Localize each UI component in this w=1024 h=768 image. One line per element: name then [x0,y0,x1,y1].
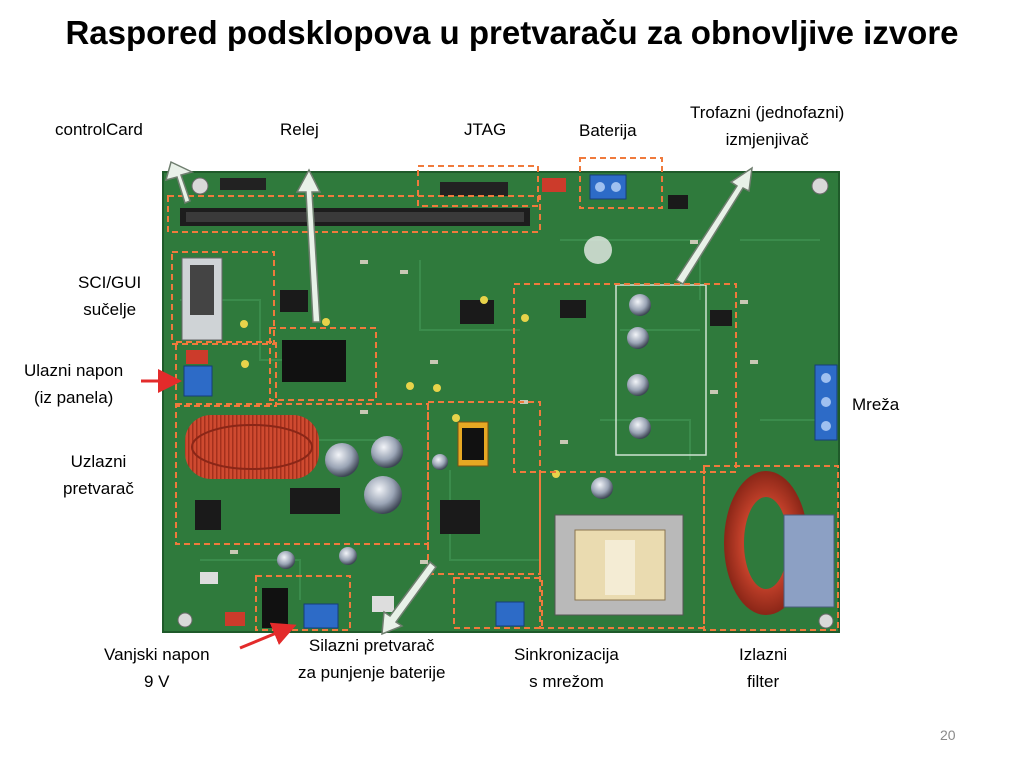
page-number: 20 [940,727,956,743]
label-uzlazni-pretvarac: Uzlazni pretvarač [63,452,134,498]
label-ulazni-napon: Ulazni napon (iz panela) [24,361,124,407]
arrow-silazni [381,560,438,636]
region-controlcard [167,195,541,233]
region-baterija [579,157,663,209]
callout-arrows [164,160,753,636]
label-trofazni-izmjenjivac: Trofazni (jednofazni) izmjenjivač [690,103,845,149]
region-sci-gui [171,251,275,345]
region-jtag [417,165,539,207]
arrow-vanjski-napon [239,622,297,650]
label-vanjski-napon: Vanjski napon 9 V [104,645,210,691]
region-sink-terminal [453,577,543,629]
label-silazni-pretvarac: Silazni pretvarač za punjenje baterije [298,636,446,682]
region-relej [269,327,377,401]
arrow-relej [295,168,322,323]
label-sci-gui: SCI/GUI sučelje [78,273,142,319]
region-outlines [167,157,839,631]
label-sinkronizacija: Sinkronizacija s mrežom [514,645,619,691]
arrow-controlcard [164,160,195,204]
region-izlazni-filter [703,465,839,631]
slide-title: Raspored podsklopova u pretvaraču za obn… [65,14,959,51]
label-jtag: JTAG [464,120,507,139]
region-vanjski-napon [255,575,351,631]
red-arrows [141,369,297,650]
label-controlcard: controlCard [55,120,143,139]
label-baterija: Baterija [579,121,637,140]
label-relej: Relej [280,120,319,139]
label-izlazni-filter: Izlazni filter [739,645,788,691]
arrow-izmjenjivac [674,166,753,286]
label-mreza: Mreža [852,395,900,414]
region-silazni [427,401,541,575]
